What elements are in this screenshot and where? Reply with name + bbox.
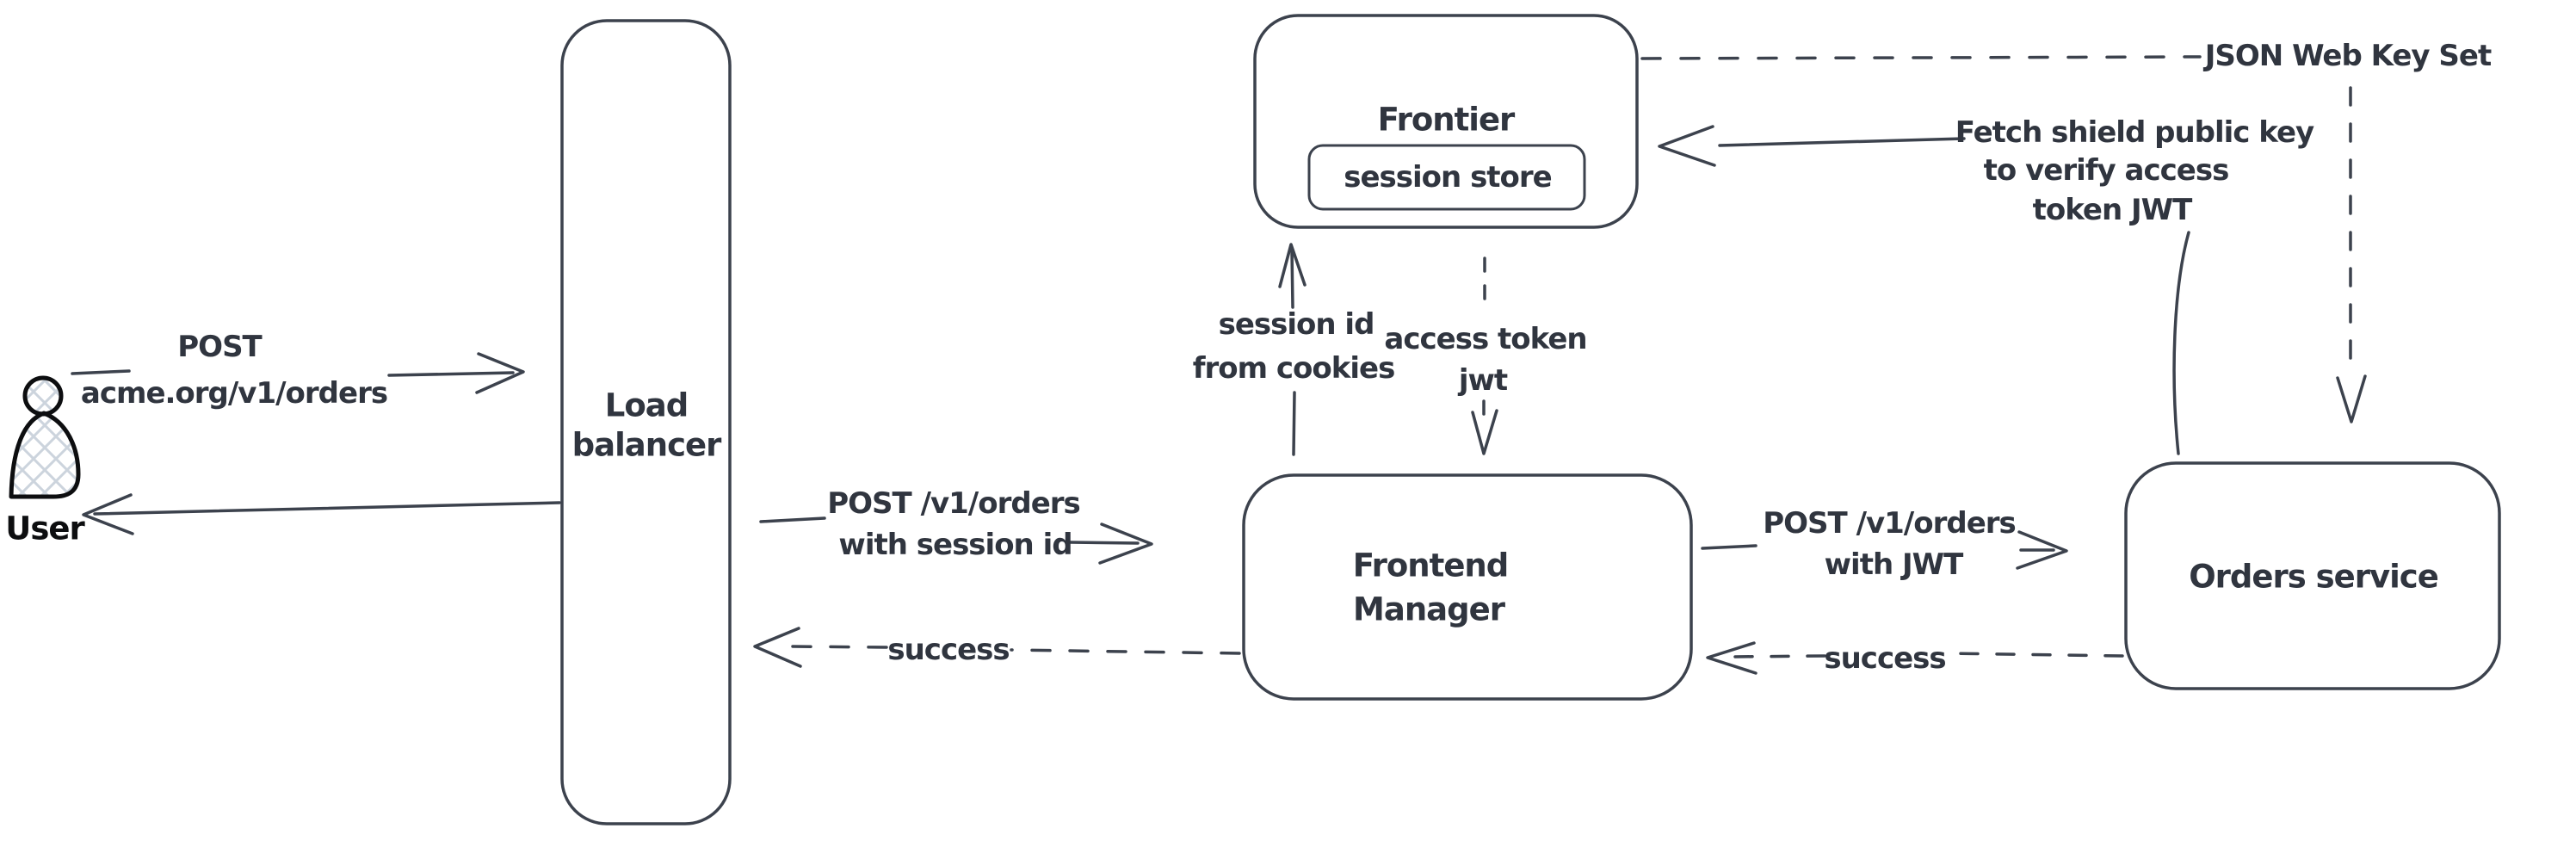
- arrow-orders-service-to-frontend-manager-success: [1706, 641, 2124, 675]
- edge-label-session-id-line1: session id: [1218, 307, 1375, 342]
- edge-label-access-token-line1: access token: [1384, 322, 1587, 356]
- user-icon: [9, 375, 81, 499]
- frontier-label: Frontier: [1377, 101, 1516, 139]
- edge-label-session-id-line2: from cookies: [1192, 351, 1396, 386]
- arrow-frontend-manager-to-orders-service: [1701, 530, 2068, 570]
- arrow-jwks-to-orders-service: [2336, 86, 2367, 424]
- edge-label-success-left: success: [887, 633, 1010, 667]
- session-store-box: [1307, 144, 1586, 211]
- edge-label-fetch-key-line2: to verify access: [1983, 153, 2230, 188]
- load-balancer-label-line1: Load: [604, 386, 689, 424]
- arrowhead-down-icon: [2336, 374, 2367, 424]
- orders-service-box: [2124, 461, 2501, 690]
- arrowhead-right-icon: [475, 352, 525, 394]
- arrow-load-balancer-to-user: [82, 493, 561, 535]
- frontend-manager-label-line1: Frontend: [1352, 547, 1510, 584]
- user-head-icon: [22, 375, 64, 417]
- session-store-label: session store: [1344, 160, 1553, 195]
- arrow-frontend-manager-to-load-balancer-success: [753, 627, 1241, 668]
- user-label: User: [5, 510, 84, 547]
- user-body-icon: [9, 411, 81, 499]
- arrows-layer: [71, 55, 2367, 675]
- load-balancer-label-line2: balancer: [571, 426, 722, 464]
- arrow-frontier-to-frontend-manager: [1471, 257, 1498, 455]
- arrowhead-left-icon: [753, 627, 802, 668]
- arrow-frontend-manager-to-frontier: [1278, 243, 1307, 456]
- edge-label-acme-orders-url: acme.org/v1/orders: [80, 376, 388, 411]
- edge-label-access-token-line2: jwt: [1458, 363, 1508, 398]
- edge-label-post-orders-session-line2: with session id: [838, 528, 1072, 562]
- frontend-manager-box: [1242, 473, 1693, 701]
- arrowhead-left-icon: [1658, 125, 1716, 167]
- edge-label-post-orders-jwt-line1: POST /v1/orders: [1763, 506, 2017, 541]
- edge-label-post: POST: [177, 330, 263, 364]
- line-frontier-to-jwks: [1640, 55, 2202, 60]
- edge-label-post-orders-session-line1: POST /v1/orders: [827, 486, 1081, 521]
- edge-label-fetch-key-line3: token JWT: [2032, 193, 2193, 227]
- edge-label-fetch-key-line1: Fetch shield public key: [1955, 115, 2314, 150]
- arrowhead-right-icon: [2016, 530, 2068, 570]
- arrowhead-left-icon: [82, 493, 134, 535]
- frontend-manager-label-line2: Manager: [1353, 590, 1505, 628]
- edge-label-post-orders-jwt-line2: with JWT: [1824, 547, 1964, 582]
- arrow-user-to-load-balancer: [71, 352, 525, 394]
- arrow-load-balancer-to-frontend-manager: [759, 516, 1153, 565]
- arrowhead-left-icon: [1706, 641, 1757, 675]
- arrowhead-right-icon: [1098, 522, 1153, 565]
- arrow-orders-service-to-frontier-fetch-key: [1658, 125, 2190, 455]
- edge-label-success-right: success: [1824, 641, 1946, 676]
- arrowhead-up-icon: [1278, 243, 1307, 288]
- node-boxes: [560, 14, 2501, 825]
- load-balancer-box: [560, 19, 732, 825]
- jwks-label: JSON Web Key Set: [2204, 39, 2492, 73]
- orders-service-label: Orders service: [2189, 558, 2439, 596]
- arrowhead-down-icon: [1471, 409, 1498, 455]
